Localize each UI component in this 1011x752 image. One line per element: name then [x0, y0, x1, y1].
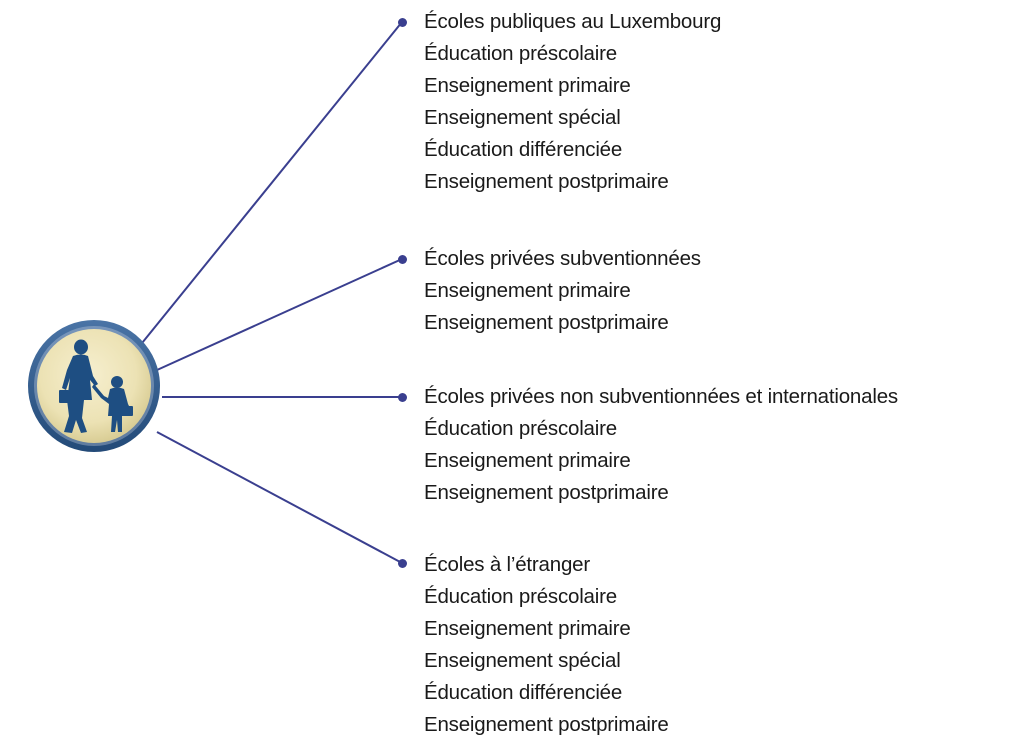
group-private-subsidized-schools: Écoles privées subventionnées Enseigneme…	[424, 243, 701, 339]
connector-line-public	[137, 21, 403, 349]
list-item: Enseignement spécial	[424, 106, 621, 129]
bullet-abroad	[397, 558, 407, 568]
list-item: Éducation préscolaire	[424, 42, 617, 65]
list-item: Enseignement primaire	[424, 449, 631, 472]
list-item: Enseignement postprimaire	[424, 311, 669, 334]
group-title: Écoles privées non subventionnées et int…	[424, 385, 898, 408]
list-item: Enseignement spécial	[424, 649, 621, 672]
bullet-private-international	[397, 392, 407, 402]
list-item: Éducation différenciée	[424, 138, 623, 161]
pedestrians-school-icon	[28, 320, 160, 452]
list-item: Éducation préscolaire	[424, 417, 617, 440]
list-item: Enseignement postprimaire	[424, 170, 669, 193]
list-item: Enseignement primaire	[424, 74, 631, 97]
bullet-private-subsidized	[397, 254, 407, 264]
list-item: Enseignement postprimaire	[424, 481, 669, 504]
group-schools-abroad: Écoles à l’étranger Éducation préscolair…	[424, 549, 669, 741]
group-title: Écoles privées subventionnées	[424, 247, 701, 270]
group-private-international-schools: Écoles privées non subventionnées et int…	[424, 381, 898, 509]
group-public-schools: Écoles publiques au Luxembourg Éducation…	[424, 6, 721, 198]
connector-line-abroad	[156, 431, 403, 564]
group-title: Écoles à l’étranger	[424, 553, 590, 576]
list-item: Enseignement primaire	[424, 617, 631, 640]
list-item: Éducation différenciée	[424, 681, 623, 704]
bullet-public	[397, 17, 407, 27]
list-item: Enseignement primaire	[424, 279, 631, 302]
group-title: Écoles publiques au Luxembourg	[424, 10, 722, 33]
list-item: Enseignement postprimaire	[424, 713, 669, 736]
connector-line-private-subsidized	[156, 258, 403, 371]
list-item: Éducation préscolaire	[424, 585, 617, 608]
